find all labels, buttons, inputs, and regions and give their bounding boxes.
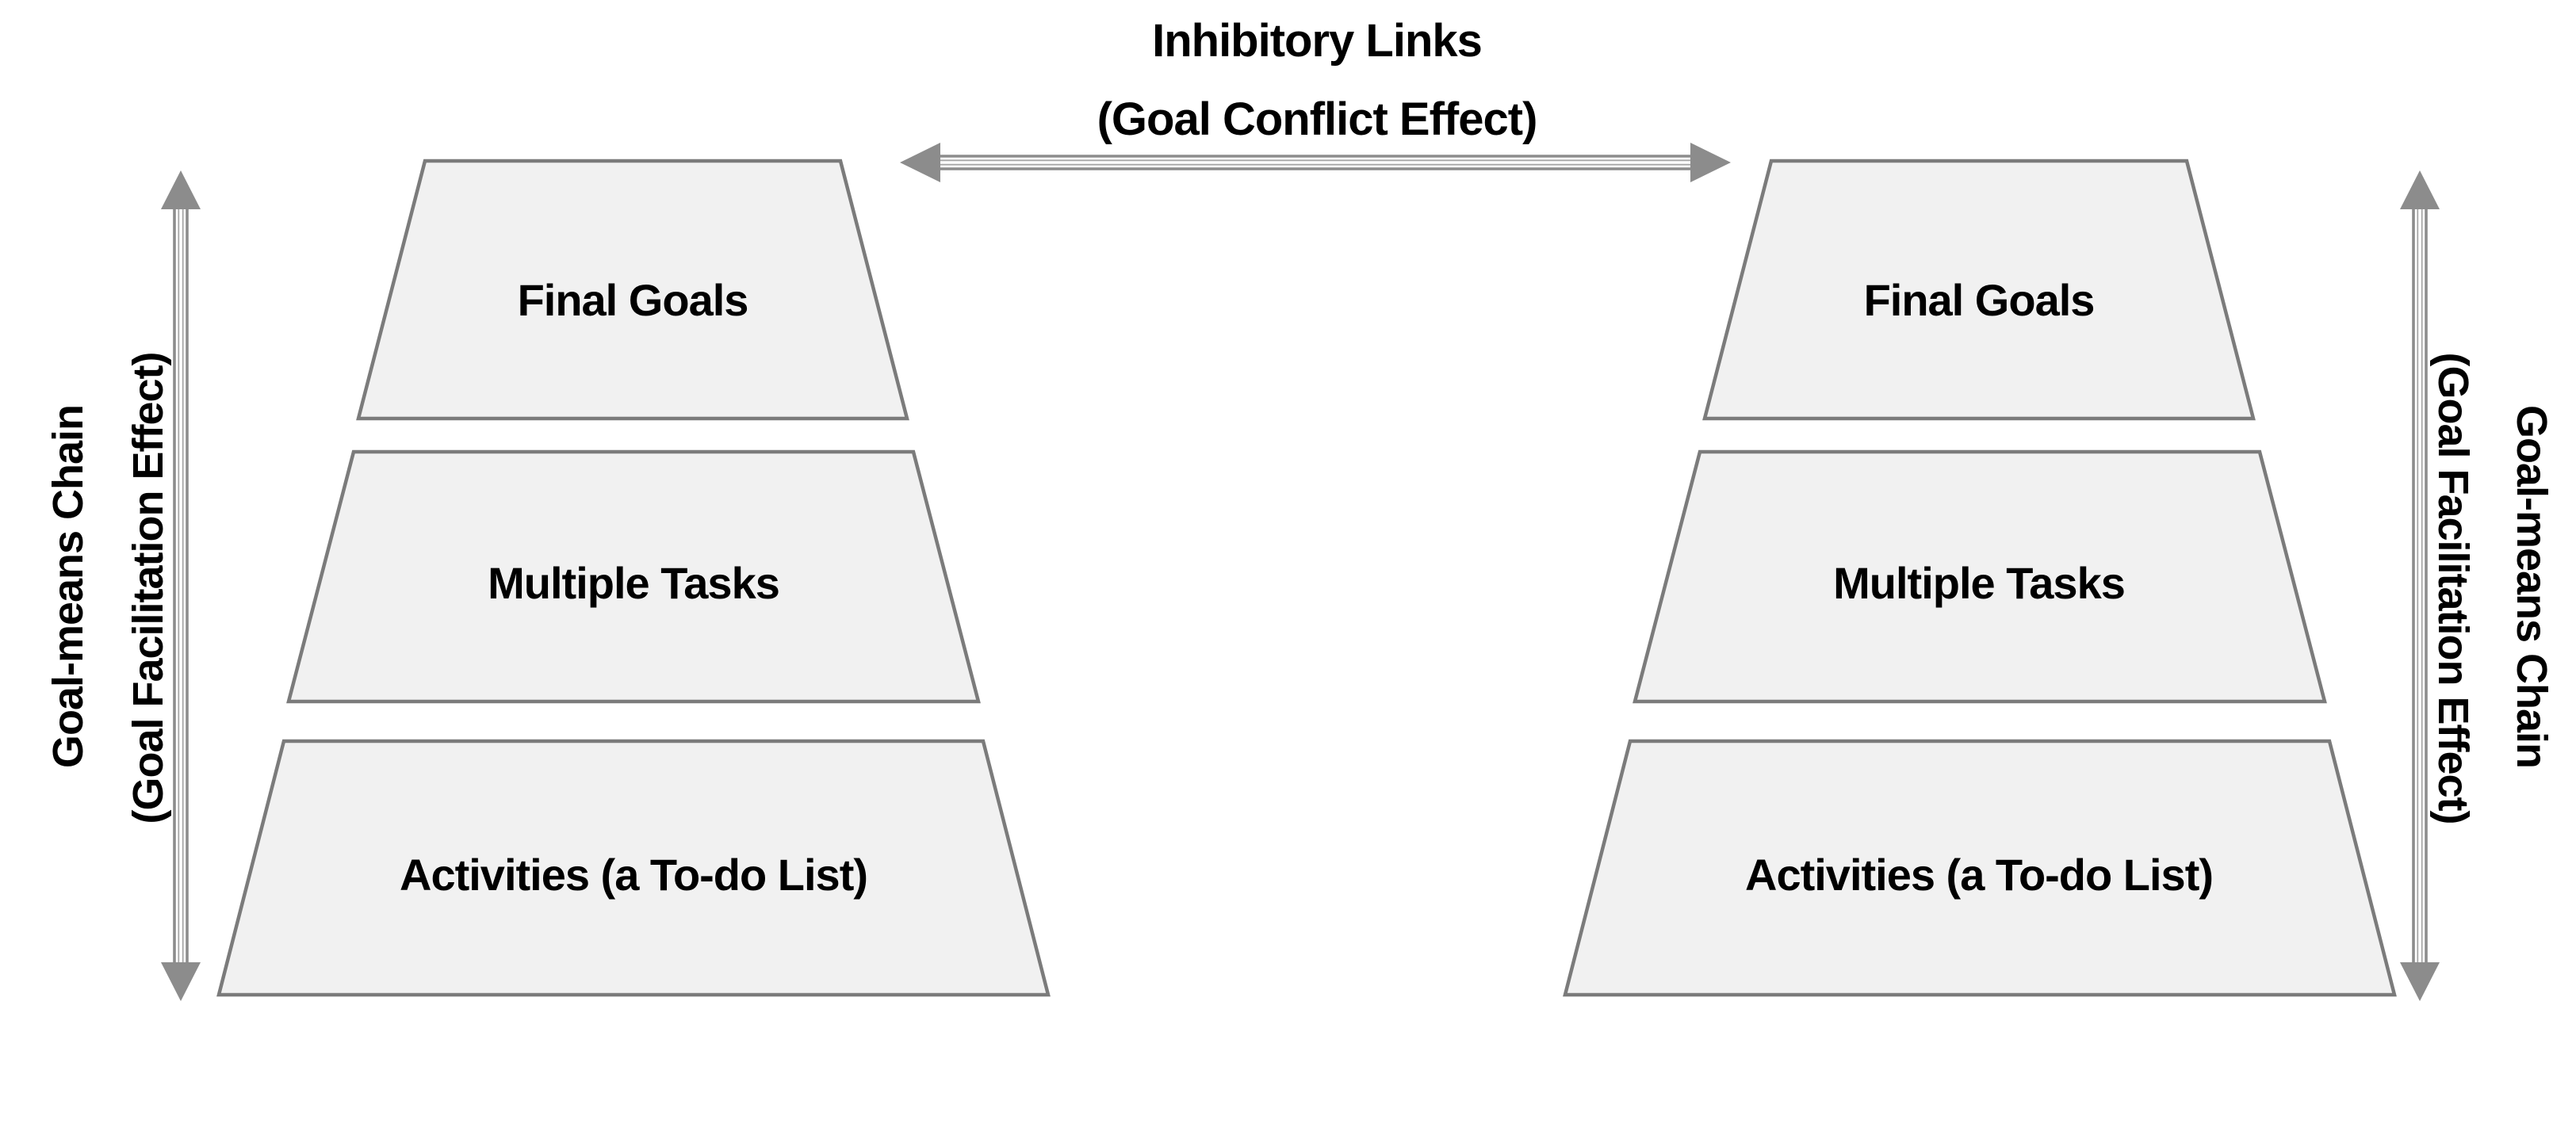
left-multiple-tasks-shape: [286, 449, 981, 704]
arrow-head-up-icon: [2400, 170, 2440, 209]
left-multiple-tasks-label: Multiple Tasks: [488, 557, 780, 608]
right-activities-shape: [1563, 739, 2397, 997]
left-pyramid: [216, 159, 1051, 997]
goal-systems-diagram: Inhibitory Links (Goal Conflict Effect) …: [44, 14, 2555, 1001]
right-final-goals-shape: [1702, 159, 2256, 421]
left-goal-means-arrow: [161, 170, 201, 1001]
arrow-head-down-icon: [2400, 962, 2440, 1001]
inhibitory-links-arrow: [900, 143, 1731, 182]
left-chain-subtitle: (Goal Facilitation Effect): [124, 352, 172, 824]
right-final-goals-label: Final Goals: [1863, 274, 2096, 325]
arrow-head-up-icon: [161, 170, 201, 209]
inhibitory-links-subtitle: (Goal Conflict Effect): [1097, 93, 1538, 145]
right-multiple-tasks-shape: [1632, 449, 2327, 704]
right-chain-title: Goal-means Chain: [2508, 404, 2555, 769]
right-activities-label: Activities (a To-do List): [1745, 849, 2214, 900]
left-final-goals-label: Final Goals: [517, 274, 749, 325]
right-goal-means-arrow: [2400, 170, 2440, 1001]
right-chain-subtitle: (Goal Facilitation Effect): [2429, 352, 2477, 824]
left-activities-label: Activities (a To-do List): [400, 849, 868, 900]
inhibitory-links-title: Inhibitory Links: [1152, 14, 1483, 67]
left-final-goals-shape: [356, 159, 909, 421]
left-activities-shape: [216, 739, 1051, 997]
diagram-graphics: [161, 143, 2440, 1001]
arrow-head-left-icon: [900, 143, 940, 182]
left-chain-title: Goal-means Chain: [44, 404, 92, 769]
arrow-head-right-icon: [1690, 143, 1731, 182]
right-pyramid: [1563, 159, 2397, 997]
right-multiple-tasks-label: Multiple Tasks: [1833, 557, 2126, 608]
arrow-head-down-icon: [161, 962, 201, 1001]
